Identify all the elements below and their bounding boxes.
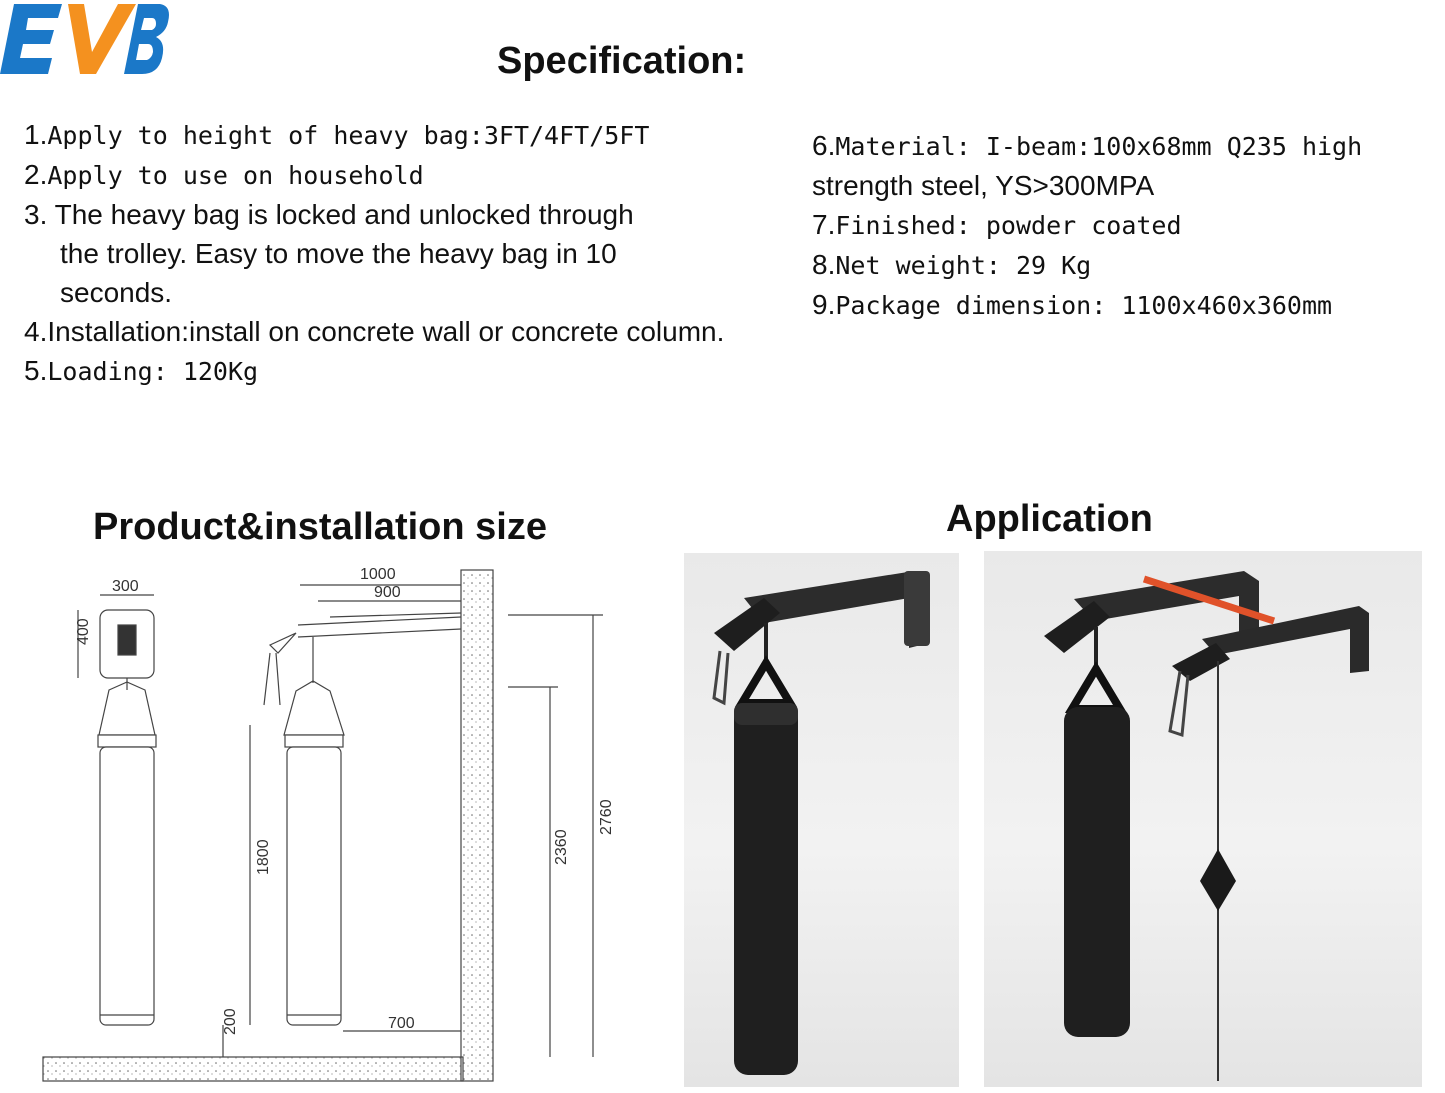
dim-mount-width: 300 <box>112 578 139 595</box>
spec-item-continued: the trolley. Easy to move the heavy bag … <box>60 238 617 269</box>
dim-total-height: 2760 <box>598 799 615 835</box>
dim-mount-height: 400 <box>75 618 92 645</box>
spec-item-continued: seconds. <box>60 277 173 308</box>
spec-item: 3. The heavy bag is locked and unlocked … <box>24 199 634 230</box>
double-bag-illustration <box>1044 571 1369 1081</box>
spec-item-continued: strength steel, YS>300MPA <box>812 170 1155 201</box>
spec-item: 2.Apply to use on household <box>24 159 424 190</box>
dim-bag-length: 1800 <box>255 839 272 875</box>
application-photo-single <box>684 553 959 1087</box>
spec-item: 5.Loading: 120Kg <box>24 355 259 386</box>
section-title-application: Application <box>946 498 1153 540</box>
installation-drawing: 300 400 1000 900 1800 200 700 2360 2760 <box>42 566 615 1082</box>
dim-wall-offset: 700 <box>388 1015 415 1032</box>
spec-list-right: 6.Material: I-beam:100x68mm Q235 high st… <box>812 126 1427 325</box>
dim-hang-height: 2360 <box>553 829 570 865</box>
spec-item: 9.Package dimension: 1100x460x360mm <box>812 289 1333 320</box>
spec-item: 8.Net weight: 29 Kg <box>812 249 1092 280</box>
spec-list-left: 1.Apply to height of heavy bag:3FT/4FT/5… <box>24 115 804 391</box>
single-bag-illustration <box>712 571 930 1075</box>
application-photo-double <box>984 551 1422 1087</box>
spec-item: 4.Installation:install on concrete wall … <box>24 316 725 347</box>
spec-item: 1.Apply to height of heavy bag:3FT/4FT/5… <box>24 119 650 150</box>
section-title-installation: Product&installation size <box>93 506 547 548</box>
evb-logo <box>0 4 169 74</box>
spec-item: 7.Finished: powder coated <box>812 209 1182 240</box>
dim-arm-length: 1000 <box>360 566 396 583</box>
page-title: Specification: <box>497 40 747 82</box>
dim-arm-inner: 900 <box>374 584 401 601</box>
dim-floor-gap: 200 <box>222 1008 239 1035</box>
spec-item: 6.Material: I-beam:100x68mm Q235 high <box>812 130 1363 161</box>
